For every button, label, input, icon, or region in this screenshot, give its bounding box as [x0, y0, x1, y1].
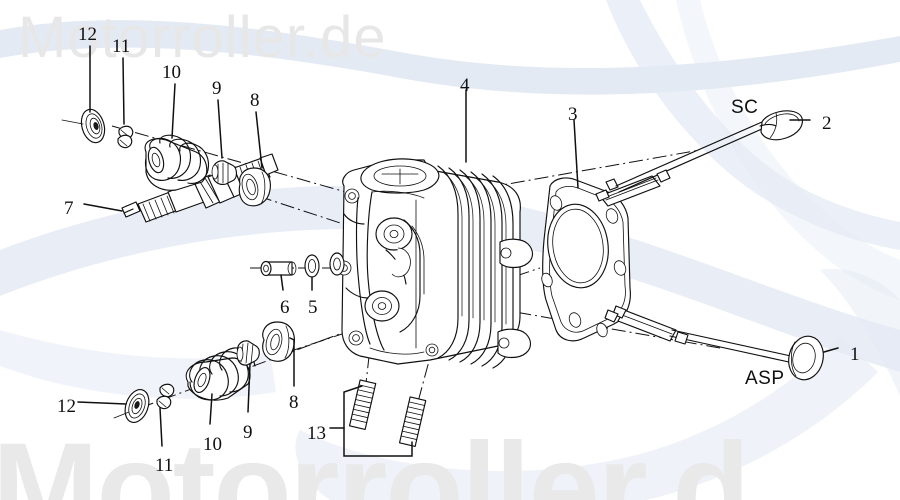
callout-6: 6 [280, 297, 290, 318]
watermark-bottom: Motorroller.d [0, 417, 750, 500]
valve-stem-seal-part-9-top [211, 160, 238, 186]
exhaust-valve-part-2 [595, 110, 803, 207]
cylinder-head-part-4 [336, 158, 534, 369]
watermark-top: Motorroller.de [18, 5, 387, 70]
intake-valve-part-1 [604, 305, 824, 381]
valve-spring-retainer-part-12-bottom [113, 389, 150, 423]
callout-2: 2 [822, 113, 832, 134]
callout-4: 4 [460, 75, 470, 96]
callout-5: 5 [308, 297, 318, 318]
callout-11-top: 11 [112, 36, 131, 57]
dowel-pin-part-6 [260, 260, 297, 277]
callout-7: 7 [64, 198, 74, 219]
head-gasket-part-3 [541, 177, 631, 342]
port-boss-plate [329, 252, 345, 276]
callout-1: 1 [850, 344, 860, 365]
valve-spring-part-10-top [144, 134, 210, 191]
washer-part-5 [304, 254, 320, 278]
valve-cotters-part-11-bottom [156, 383, 175, 410]
callout-11-bottom: 11 [155, 455, 174, 476]
callout-3: 3 [568, 104, 578, 125]
callout-8-top: 8 [250, 90, 260, 111]
callout-9-bottom: 9 [243, 422, 253, 443]
callout-10-top: 10 [162, 62, 181, 83]
valve-spring-seat-part-8-top [238, 167, 271, 207]
valve-spring-seat-part-8-bottom [262, 321, 295, 362]
leader-lines [77, 45, 839, 447]
callout-12-top: 12 [78, 24, 97, 45]
callout-10-bottom: 10 [203, 434, 222, 455]
callout-8-bottom: 8 [289, 392, 299, 413]
valve-stem-seal-part-9-bottom [236, 340, 260, 366]
callout-sc: SC [731, 97, 759, 118]
callout-asp: ASP [745, 368, 785, 389]
valve-spring-retainer-part-12-top [61, 108, 106, 144]
callout-13: 13 [307, 423, 326, 444]
callout-12-bottom: 12 [57, 396, 76, 417]
valve-cotters-part-11-top [117, 125, 134, 149]
cylinder-head-studs-part-13 [329, 379, 427, 457]
callout-9-top: 9 [212, 78, 222, 99]
